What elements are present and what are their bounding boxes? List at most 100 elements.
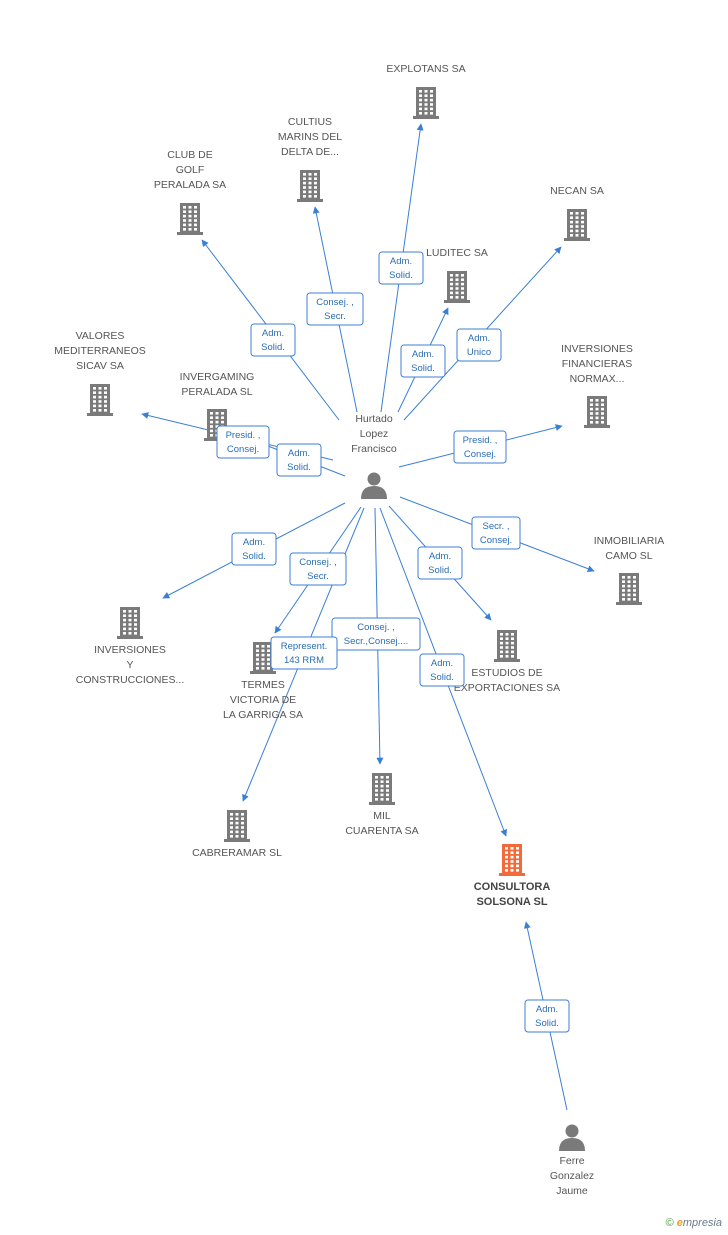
building-window [627,589,631,592]
building-window [601,421,604,424]
building-window [194,219,197,222]
company-label-line: EXPORTACIONES SA [454,682,560,694]
building-window [188,223,192,227]
building-window [128,632,132,635]
building-window [627,593,631,597]
building-window [516,855,519,859]
relation-label-hurtado-inmobiliaria: Secr. ,Consej. [471,516,521,550]
building-window [505,637,509,640]
building-window [303,173,306,176]
building-window [375,793,378,797]
building-window [375,776,378,779]
building-icon [117,607,143,639]
building-window [128,618,132,622]
relation-label-text: Adm. [262,328,284,339]
building-icon [250,642,276,674]
building-window [261,645,265,648]
building-window [230,830,233,834]
building-window [93,409,96,412]
building-window [256,645,259,648]
building-window [215,412,219,415]
relation-label-text: Consej. [464,449,496,460]
building-window [581,216,584,219]
building-window [93,400,96,403]
building-window [235,835,239,838]
building-window [505,869,508,872]
building-base [499,873,525,876]
company-node-cabreramar[interactable]: CABRERAMAR SL [192,810,282,859]
building-window [516,864,519,868]
building-window [461,287,464,290]
relation-label-box [289,552,347,586]
building-window [134,627,137,631]
relation-label-box [250,323,296,357]
company-label-line: Y [126,659,133,671]
building-window [627,598,631,601]
building-window [510,847,514,850]
relation-label-hurtado-cabreramar: Represent.143 RRM [270,636,338,670]
building-window [505,650,509,654]
company-label-line: CULTIUS [288,116,332,128]
building-window [455,296,459,299]
building-window [511,633,514,636]
building-window [261,667,265,670]
building-base [584,425,610,428]
relation-label-hurtado-inversiones_fin: Presid. ,Consej. [453,430,507,464]
building-window [627,584,631,588]
relation-label-hurtado-cultius: Consej. ,Secr. [306,292,364,326]
building-icon [87,384,113,416]
company-node-inversiones_con[interactable]: INVERSIONESYCONSTRUCCIONES... [76,607,185,686]
building-window [455,274,459,277]
company-label-line: CAMO SL [605,550,652,562]
company-node-luditec[interactable]: LUDITEC SA [426,247,488,303]
building-window [183,223,186,227]
building-window [450,296,453,299]
building-window [308,173,312,176]
building-window [210,425,213,428]
building-window [450,274,453,277]
company-node-inversiones_fin[interactable]: INVERSIONESFINANCIERASNORMAX... [561,343,633,428]
building-window [461,282,464,286]
building-window [215,420,219,424]
building-icon [177,203,203,235]
building-window [98,395,102,399]
building-window [210,429,213,433]
building-window [303,190,306,194]
relation-labels-layer: Adm.Solid.Consej. ,Secr.Adm.Solid.Adm.So… [216,251,570,1033]
building-window [93,391,96,394]
building-window [104,387,107,390]
company-node-explotans[interactable]: EXPLOTANS SA [386,63,466,119]
building-base [444,300,470,303]
company-node-necan[interactable]: NECAN SA [550,185,604,241]
building-window [241,835,244,838]
building-window [375,798,378,801]
building-window [210,412,213,415]
building-window [455,282,459,286]
relation-label-text: Unico [467,347,491,358]
relation-label-hurtado-termes: Consej. ,Secr. [289,552,347,586]
building-window [303,177,306,180]
building-window [183,206,186,209]
company-label-line: CUARENTA SA [345,825,418,837]
building-window [230,817,233,820]
building-window [595,407,599,411]
person-label-line: Francisco [351,443,397,455]
building-window [256,653,259,657]
building-window [575,220,579,224]
building-window [419,98,422,102]
person-label-line: Gonzalez [550,1170,594,1182]
building-window [505,633,509,636]
relation-label-hurtado-invergaming: Adm.Solid. [276,443,322,477]
building-window [183,228,186,231]
